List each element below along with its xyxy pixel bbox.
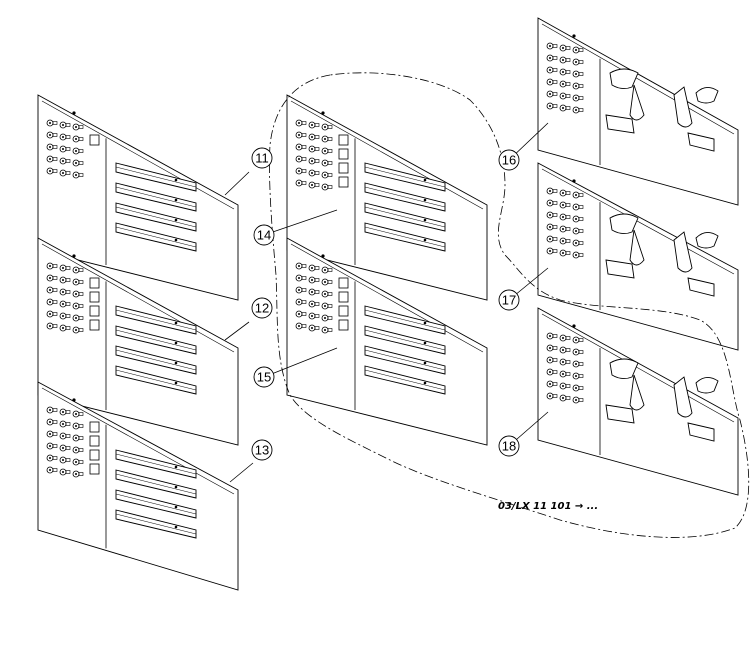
callout-number: 13 — [255, 443, 269, 458]
callout-number: 15 — [257, 370, 271, 385]
callout-circle — [253, 366, 275, 388]
leader-15 — [263, 347, 338, 378]
callout-circle — [498, 289, 520, 311]
kit-panel-13 — [37, 381, 239, 591]
callout-number: 14 — [257, 228, 271, 243]
callout-number: 18 — [502, 439, 516, 454]
callout-number: 11 — [255, 151, 269, 166]
callout-circle — [498, 149, 520, 171]
callout-16: 16 — [498, 149, 520, 171]
callout-circle — [251, 297, 273, 319]
kit-panels — [37, 17, 739, 591]
callout-11: 11 — [251, 147, 273, 169]
leader-14 — [263, 209, 338, 236]
kit-panel-15 — [286, 237, 488, 446]
callout-13: 13 — [251, 439, 273, 461]
leader-12 — [224, 321, 250, 341]
callout-circles: 11 12 13 14 15 16 17 18 — [251, 147, 520, 461]
callout-circle — [251, 439, 273, 461]
callout-number: 16 — [502, 153, 516, 168]
callout-number: 12 — [255, 301, 269, 316]
callout-circle — [253, 224, 275, 246]
group-boundary — [269, 72, 750, 538]
kit-panel-14 — [286, 94, 488, 301]
callout-15: 15 — [253, 366, 275, 388]
kit-panel-12 — [37, 237, 239, 446]
callout-12: 12 — [251, 297, 273, 319]
callout-leaders — [224, 122, 549, 483]
callout-17: 17 — [498, 289, 520, 311]
kit-panel-18 — [537, 307, 739, 496]
leader-13 — [229, 462, 254, 483]
leader-11 — [224, 171, 250, 196]
callout-circle — [251, 147, 273, 169]
kit-panel-16 — [537, 17, 739, 206]
callout-14: 14 — [253, 224, 275, 246]
serial-range-note: 03/LX 11 101 → ... — [498, 501, 598, 512]
callout-circle — [498, 435, 520, 457]
kit-panel-11 — [37, 94, 239, 301]
kit-panel-17 — [537, 162, 739, 351]
callout-number: 17 — [502, 293, 516, 308]
callout-18: 18 — [498, 435, 520, 457]
